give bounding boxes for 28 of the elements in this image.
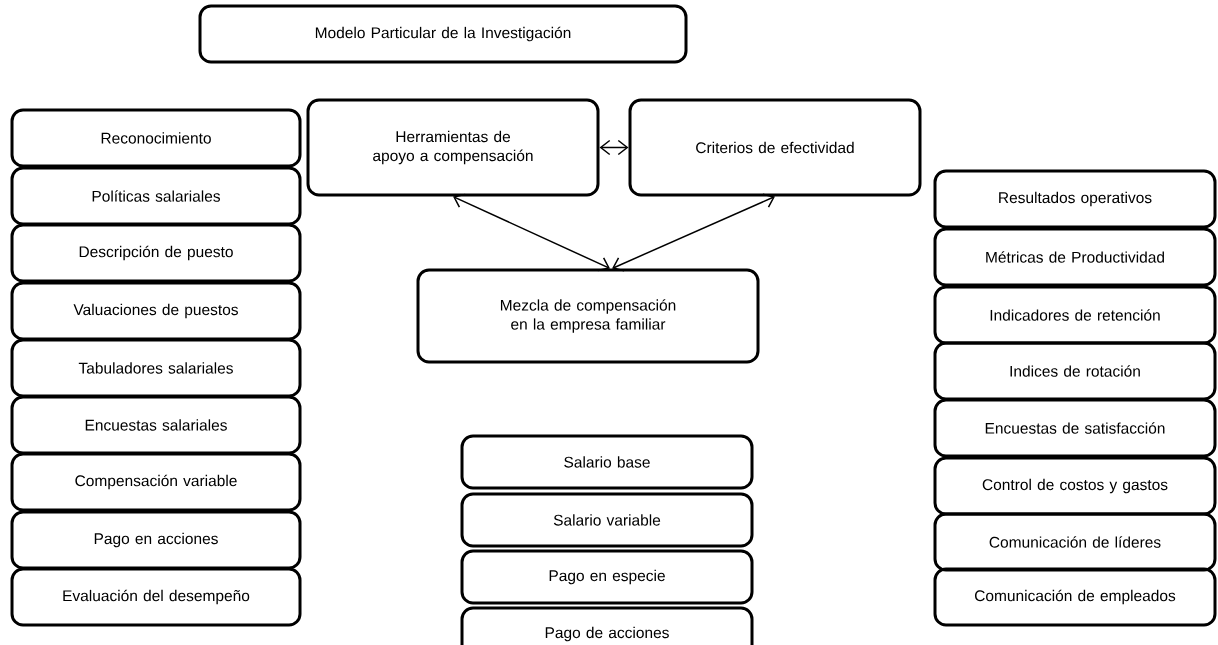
concept-box: Salario base (460, 434, 754, 490)
concept-box: Políticas salariales (10, 166, 302, 226)
concept-box: Pago en acciones (10, 510, 302, 570)
concept-box: Comunicación de empleados (933, 567, 1217, 627)
concept-box: Resultados operativos (933, 169, 1217, 229)
concept-box: Valuaciones de puestos (10, 281, 302, 341)
concept-box: Control de costos y gastos (933, 456, 1217, 516)
concept-box: Encuestas salariales (10, 395, 302, 455)
concept-box: Criterios de efectividad (628, 98, 922, 197)
concept-box: Salario variable (460, 492, 754, 548)
concept-box: Mezcla de compensación en la empresa familiar (416, 268, 760, 364)
title-box: Modelo Particular de la Investigación (198, 4, 688, 64)
concept-box: Métricas de Productividad (933, 227, 1217, 287)
concept-box: Descripción de puesto (10, 223, 302, 283)
concept-box: Pago en especie (460, 549, 754, 605)
concept-box: Comunicación de líderes (933, 512, 1217, 572)
concept-box: Reconocimiento (10, 108, 302, 168)
concept-box: Pago de acciones (460, 606, 754, 645)
concept-box: Encuestas de satisfacción (933, 398, 1217, 458)
arrow (599, 139, 629, 156)
arrow (453, 193, 610, 272)
concept-box: Herramientas de apoyo a compensación (306, 98, 600, 197)
concept-box: Evaluación del desempeño (10, 567, 302, 627)
concept-box: Indicadores de retención (933, 285, 1217, 345)
concept-box: Tabuladores salariales (10, 338, 302, 398)
concept-box: Compensación variable (10, 452, 302, 512)
concept-box: Indices de rotación (933, 341, 1217, 401)
arrow (612, 193, 775, 272)
